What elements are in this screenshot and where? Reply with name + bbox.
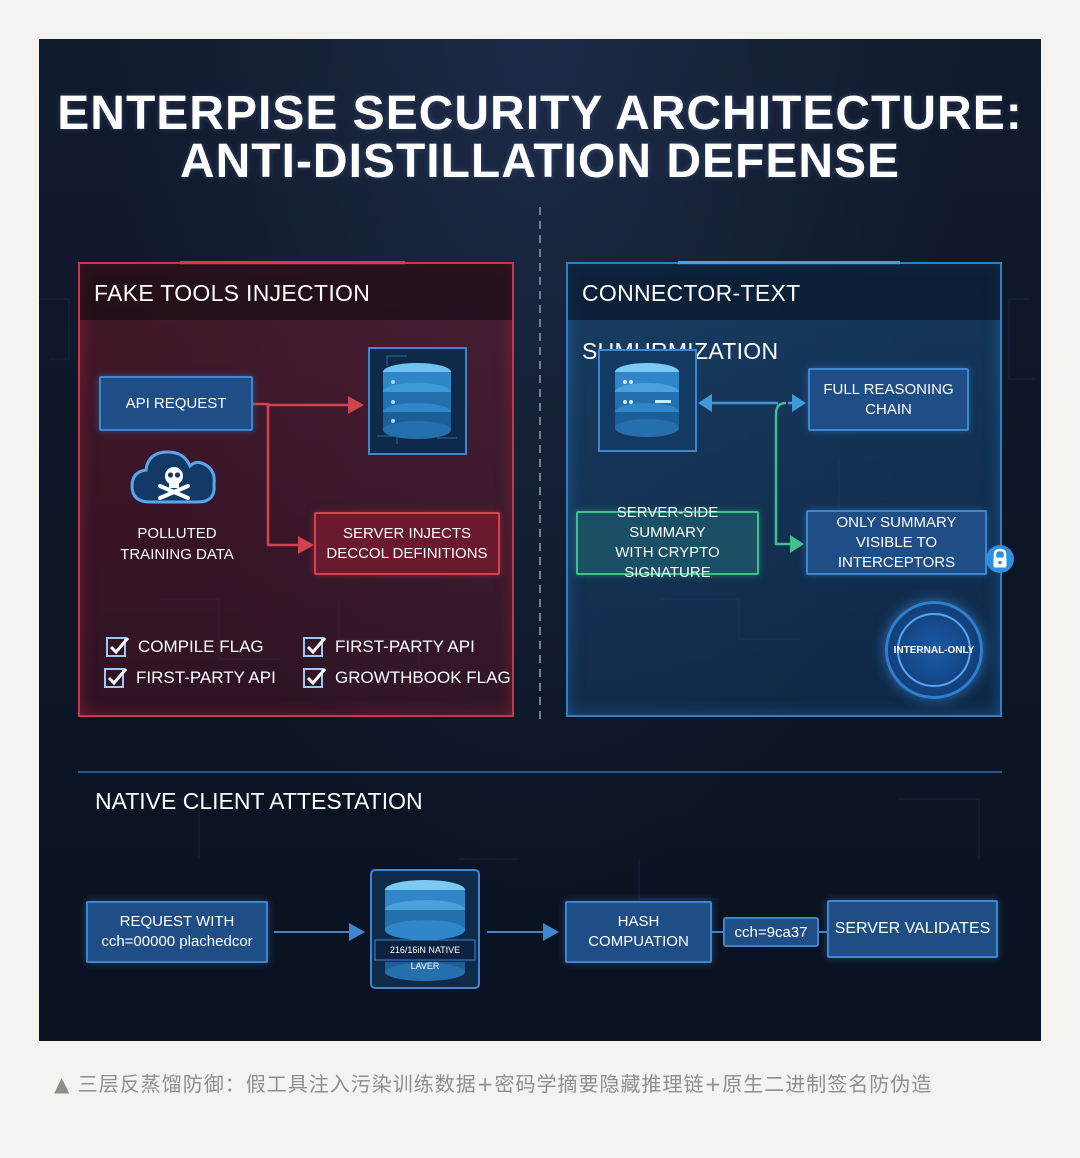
full-reasoning-line2: CHAIN: [865, 400, 912, 418]
check-label: FIRST-PARTY API: [136, 668, 276, 687]
arrow-head-icon: [349, 923, 365, 941]
server-injects-box: SERVER INJECTS DECCOL DEFINITIONS: [314, 512, 500, 575]
cch-token-badge: cch=9ca37: [723, 917, 819, 947]
arrow-head-icon: [790, 535, 804, 553]
only-summary-box: ONLY SUMMARY VISIBLE TO INTERCEPTORS: [806, 510, 987, 575]
request-line1: REQUEST WITH: [119, 913, 235, 930]
checkbox-icon: [106, 637, 130, 657]
check-label: COMPILE FLAG: [138, 637, 264, 656]
server-validates-box: SERVER VALIDATES: [827, 900, 998, 958]
native-attestation-title: NATIVE CLIENT ATTESTATION: [95, 788, 423, 814]
arrow-head-icon: [298, 536, 314, 554]
request-line2: cch=00000 plachedcor: [101, 933, 253, 950]
server-summary-line1: SERVER-SIDE SUMMARY: [616, 504, 719, 541]
hash-computation-box: HASH COMPUATION: [565, 901, 712, 963]
panel-accent-bar: [678, 261, 900, 265]
full-reasoning-line1: FULL REASONING: [823, 380, 954, 398]
polluted-line1: POLLUTED: [137, 525, 217, 542]
skull-cloud-icon: [128, 444, 220, 508]
polluted-data-label: POLLUTED TRAINING DATA: [98, 523, 256, 565]
page-title-line1: ENTERPISE SECURITY ARCHITECTURE:: [57, 87, 1023, 140]
hash-line2: COMPUATION: [588, 933, 689, 950]
check-first-party-api-2: FIRST-PARTY API: [303, 637, 475, 657]
check-label: FIRST-PARTY API: [335, 637, 475, 656]
internal-only-badge: INTERNAL-ONLY: [885, 601, 983, 699]
arrow-head-icon: [698, 394, 712, 412]
lock-icon: [985, 544, 1015, 574]
check-compile-flag: COMPILE FLAG: [106, 637, 264, 657]
page-title-line2: ANTI-DISTILLATION DEFENSE: [179, 135, 901, 188]
checkbox-icon: [104, 668, 128, 688]
arrow-head-icon: [348, 396, 364, 414]
native-layer-server-icon: 216/16iN NATIVE LAVER: [369, 868, 481, 990]
checkbox-icon: [303, 637, 327, 657]
polluted-line2: TRAINING DATA: [120, 546, 234, 563]
blue-connector: [698, 394, 806, 553]
arrow-head-icon: [543, 923, 559, 941]
only-summary-line1: ONLY SUMMARY: [836, 513, 957, 531]
figure-caption: ▲ 三层反蒸馏防御：假工具注入污染训练数据+密码学摘要隐藏推理链+原生二进制签名…: [54, 1072, 933, 1096]
arrow-head-icon: [792, 394, 806, 412]
poster: ENTERPISE SECURITY ARCHITECTURE: ANTI-DI…: [39, 39, 1041, 1041]
request-with-box: REQUEST WITH cch=00000 plachedcor: [86, 901, 268, 963]
check-first-party-api: FIRST-PARTY API: [104, 668, 276, 688]
api-request-box: API REQUEST: [99, 376, 253, 431]
hash-line1: HASH: [617, 913, 660, 930]
bottom-connector: [274, 923, 827, 941]
red-connector: [253, 396, 364, 554]
check-growthbook-flag: GROWTHBOOK FLAG: [303, 668, 511, 688]
server-injects-line2: DECCOL DEFINITIONS: [326, 544, 488, 562]
fake-tools-panel: FAKE TOOLS INJECTION API REQUEST POLLUTE…: [78, 261, 514, 717]
server-injects-line1: SERVER INJECTS: [342, 524, 472, 542]
fake-tools-title: FAKE TOOLS INJECTION: [80, 264, 512, 320]
server-summary-line2: WITH CRYPTO SIGNATURE: [615, 544, 720, 581]
checkbox-icon: [303, 668, 327, 688]
native-layer-label: 216/16iN NATIVE LAVER: [389, 945, 461, 971]
database-server-icon: [367, 346, 468, 456]
connector-text-panel: CONNECTOR-TEXT SUMURMIZATION FULL REASON…: [566, 261, 1014, 717]
database-server-icon: [597, 348, 698, 453]
only-summary-line2: VISIBLE TO INTERCEPTORS: [837, 533, 956, 571]
server-summary-box: SERVER-SIDE SUMMARY WITH CRYPTO SIGNATUR…: [576, 504, 759, 581]
panel-accent-bar: [180, 261, 405, 265]
badge-label: INTERNAL-ONLY: [893, 644, 975, 656]
full-reasoning-box: FULL REASONING CHAIN: [808, 368, 969, 431]
check-label: GROWTHBOOK FLAG: [335, 668, 511, 687]
